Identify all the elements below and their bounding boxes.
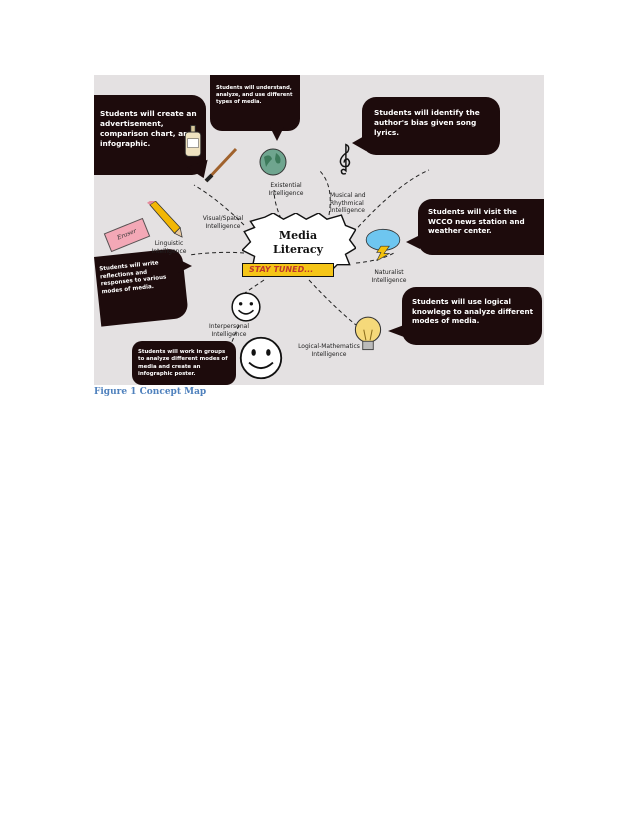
link-logical [308,279,357,326]
stay-tuned-text: STAY TUNED... [249,265,314,274]
bubble-understand-media: Students will understand, analyze, and u… [210,75,300,131]
concept-map-figure: Students will create an advertisement, c… [94,75,544,385]
storm-cloud-icon [365,228,401,261]
bubble-write-reflections: Students will write reflections and resp… [94,247,189,327]
link-naturalist [355,252,395,264]
large-smiley-icon [239,336,283,380]
label-visual: Visual/Spatial Intelligence [202,215,244,230]
label-existential: Existential Intelligence [268,182,304,197]
glue-bottle-icon [184,125,202,157]
link-linguistic [188,251,245,256]
bubble-tail [388,325,404,337]
bubble-tail [270,127,284,141]
bubble-tail [178,259,192,273]
treble-clef-icon [339,143,351,175]
bubble-work-in-groups: Students will work in groups to analyze … [132,341,236,385]
bubble-visit-wcco: Students will visit the WCCO news statio… [418,199,544,255]
bubble-tail [406,235,420,249]
label-musical: Musical and Rhythmical Intelligence [330,192,366,214]
label-logical: Logical-Mathematics Intelligence [298,343,360,358]
light-bulb-icon [354,316,382,351]
center-title-media: Media [278,229,318,242]
bubble-identify-bias: Students will identify the author's bias… [362,97,500,155]
link-musical [318,169,331,216]
label-naturalist: Naturalist Intelligence [371,269,407,284]
stay-tuned-banner: STAY TUNED... [242,263,334,277]
center-title-literacy: Literacy [272,243,323,256]
link-interpersonal [238,279,265,298]
small-smiley-icon [231,292,261,322]
label-linguistic: Linguistic Intelligence [151,240,187,255]
label-interpersonal: Interpersonal Intelligence [209,323,249,338]
globe-icon [259,148,287,176]
figure-caption: Figure 1 Concept Map [94,387,207,397]
paintbrush-icon [204,147,238,183]
bubble-tail [352,135,366,151]
bubble-logical-knowledge: Students will use logical knowlege to an… [402,287,542,345]
pencil-icon [146,201,183,238]
media-literacy-burst [242,213,356,274]
eraser-text: Eraser [116,227,138,242]
link-visual [193,184,245,226]
